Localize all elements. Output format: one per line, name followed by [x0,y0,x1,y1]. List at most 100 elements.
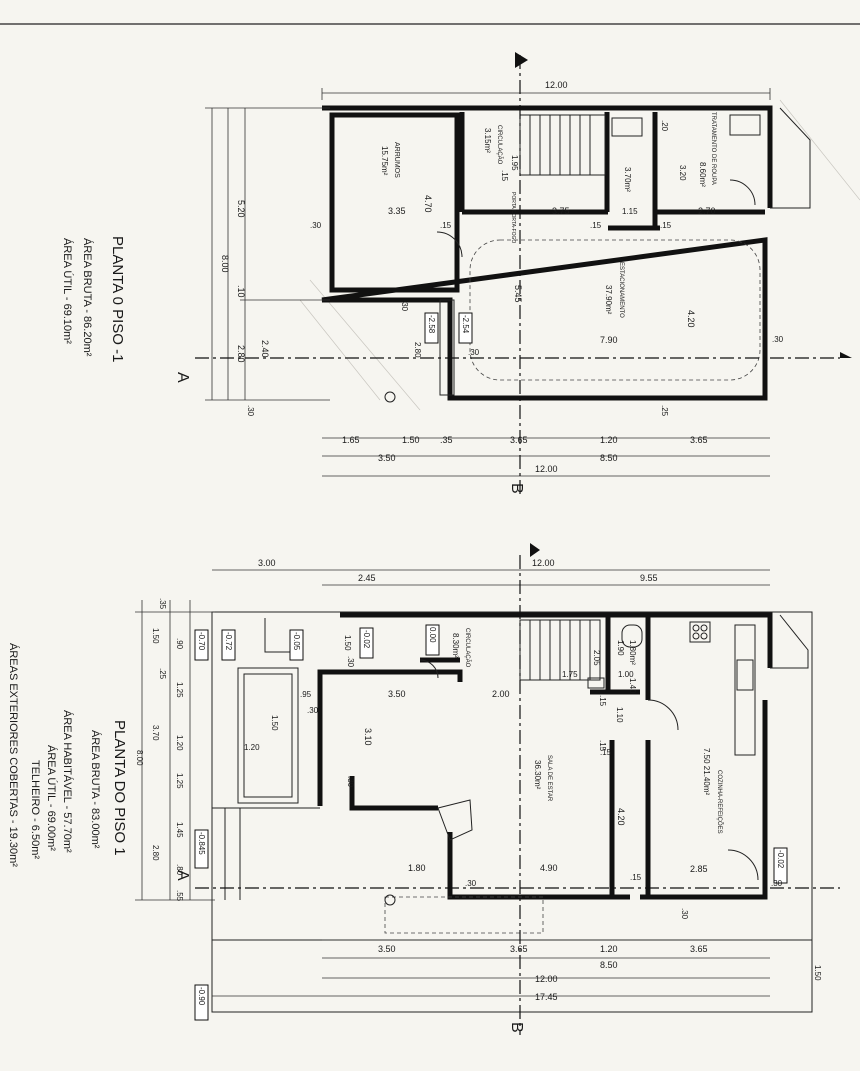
axis-a-arrow [840,352,852,358]
dim2-140: 1.40 [628,678,637,694]
car-outline [469,239,761,381]
dim2-490: 4.90 [540,863,558,873]
plan-piso-1: -0.70 -0.72 -0.05 -0.02 0.00 -0.845 -0.0… [7,543,840,1035]
dim2-150: 1.50 [343,635,352,651]
dim2-285: 2.85 [690,864,708,874]
site-frame [211,611,813,1013]
dim2-l25: .25 [158,668,167,680]
area-util: ÁREA ÚTIL - 69.10m² [61,238,74,344]
dim-30a: .30 [310,221,322,230]
door-arc-5 [419,659,439,679]
room-porta: PORTA CORTA-FOGO [510,192,516,243]
section-a-label: A [174,372,191,383]
toilet [621,624,643,648]
telheiro-2: TELHEIRO - 6.50m² [29,760,41,859]
dim-335: 3.35 [388,206,406,216]
laundry-fixture [729,114,761,136]
dim2-175: 1.75 [562,670,578,679]
section-a2-label: A [174,870,191,881]
room-sala: SALA DE ESTAR [546,755,552,802]
column-marker-2 [384,894,396,906]
dim2-l125b: 1.25 [175,773,184,789]
washbasin [587,677,605,689]
arrumos-room [329,112,460,293]
dims2-left [135,600,215,901]
door-arc-1 [436,231,463,258]
dim2-1200: 12.00 [532,558,555,568]
dims2-top [212,569,770,586]
area-habitavel-2: ÁREA HABITÁVEL - 57.70m² [61,710,74,853]
level-000: 0.00 [428,627,437,643]
dims-left [205,107,330,401]
dim-20: .20 [660,120,669,132]
dim-15d: .15 [660,221,672,230]
dim-25: .25 [660,405,669,417]
door-arc-4 [727,849,759,881]
dim2-955: 9.55 [640,573,658,583]
column-marker [384,391,396,403]
dim2-30a: .30 [346,656,355,668]
kitchen-counter [734,624,756,756]
stairs-lower [519,107,811,209]
room-tratamento-area: 8.60m² [698,162,707,187]
plan-piso-menos1: 12.00 5.20 8.00 .10 2.40 2.80 .30 ARRUMO… [61,52,860,495]
bottom2-365a: 3.65 [510,944,528,954]
axis-b-arrow [515,52,528,68]
axis-b2-arrow [530,543,540,557]
dim2-420: 4.20 [616,808,626,826]
terrace-inner [243,673,293,798]
dim-545: 5.45 [513,285,523,303]
dim-left-240: 2.40 [260,340,270,358]
dim2-200: 2.00 [492,689,510,699]
plan-title: PLANTA 0 PISO -1 [109,236,126,362]
dim2-100: 1.00 [618,670,634,679]
dim2-110: 1.10 [615,707,624,723]
dim-left-800: 8.00 [220,255,230,273]
room-wc-area-2: 1.80m² [628,640,637,665]
dim2-245: 2.45 [358,573,376,583]
room-arrumos-area: 15.75m² [380,146,389,176]
dim-790: 7.90 [600,335,618,345]
dim-195: 1.95 [510,155,519,171]
fireplace [437,799,473,841]
level-005: -0.05 [292,632,301,651]
dim2-15b: .15 [598,740,607,752]
dim2-30f: .30 [680,908,689,920]
level-090: -0.90 [197,987,206,1006]
level-254: -2.54 [461,315,470,334]
bottom-365b: 3.65 [690,435,708,445]
dim2-l35: .35 [158,598,167,610]
level-002b: -0.02 [776,850,785,869]
level-boxes [194,624,788,1021]
dim-left-520: 5.20 [236,200,246,218]
bottom-850: 8.50 [600,453,618,463]
dim2-l55: .55 [175,890,184,902]
dim2-180: 1.80 [408,863,426,873]
dims-top [321,88,771,100]
dim-top-total: 12.00 [545,80,568,90]
bottom2-1200: 12.00 [535,974,558,984]
dim2-30d: .30 [465,879,477,888]
dim2-l80: .80 [175,864,184,876]
cooktop [689,621,711,643]
dim2-30e: .30 [771,879,783,888]
level-box-258 [424,312,439,344]
room-wc-area: 3.70m² [623,167,632,192]
dim-30d: .30 [468,348,480,357]
room-circulacao-2: CIRCULAÇÃO [464,628,471,668]
bottom-150: 1.50 [402,435,420,445]
terrace-box [237,667,299,804]
room-cozinha: COZINHA-REFEIÇÕES [716,770,723,834]
bottom2-1745: 17.45 [535,992,558,1002]
dims2-bottom [212,939,770,997]
dim2-190: 1.90 [616,640,625,656]
room-arrumos: ARRUMOS [393,142,400,178]
door-arc-2 [729,179,756,206]
area-bruta: ÁREA BRUTA - 86.20m² [81,238,94,357]
bottom-350: 3.50 [378,453,396,463]
dim-30b: .30 [772,335,784,344]
dim2-l125a: 1.25 [175,682,184,698]
bottom2-350: 3.50 [378,944,396,954]
dim2-310: 3.10 [363,728,373,746]
